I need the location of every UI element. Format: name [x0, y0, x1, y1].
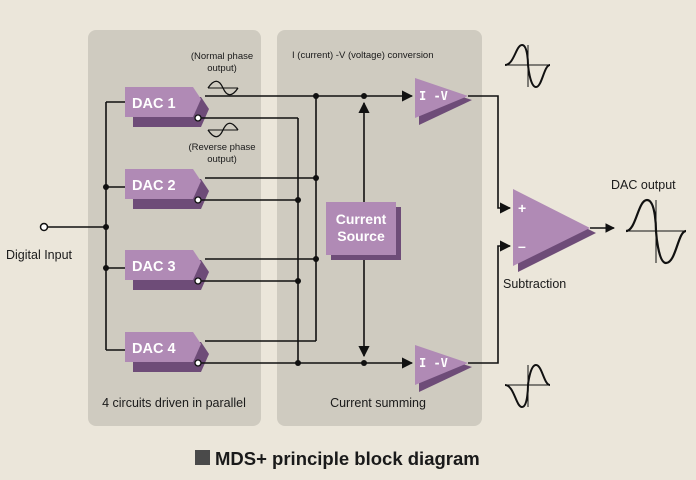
dac-block-3: DAC 3 [125, 250, 209, 290]
dac-block-4: DAC 4 [125, 332, 209, 372]
dac-2-label: DAC 2 [132, 178, 176, 194]
normal-phase-line-1: (Normal phase [191, 51, 253, 62]
left-panel [88, 30, 261, 426]
digital-input-label: Digital Input [6, 248, 73, 262]
top-output-waveform [504, 43, 551, 89]
current-source-line-2: Source [337, 228, 385, 244]
normal-phase-waveform-small [207, 80, 239, 96]
input-terminal [39, 222, 49, 232]
reverse-phase-waveform-small [207, 122, 239, 138]
dac-4-label: DAC 4 [132, 341, 176, 357]
reverse-phase-line-2: output) [207, 154, 237, 165]
dac-output-label: DAC output [611, 178, 676, 192]
bottom-output-waveform [504, 363, 551, 409]
dac-1-label: DAC 1 [132, 96, 176, 112]
title-square-icon [195, 450, 210, 465]
iv-bottom-label: I -V [419, 356, 448, 370]
dac-block-2: DAC 2 [125, 169, 209, 209]
current-source-line-1: Current [336, 211, 387, 227]
iv-converter-top: I -V [415, 78, 472, 125]
minus-sign: – [518, 238, 526, 254]
left-panel-caption: 4 circuits driven in parallel [102, 396, 246, 410]
bus-junctions [295, 93, 319, 366]
dac-3-label: DAC 3 [132, 259, 176, 275]
iv-top-label: I -V [419, 89, 448, 103]
current-source-block: Current Source [326, 202, 401, 260]
subtraction-amplifier: + – [513, 189, 596, 272]
dac-block-1: DAC 1 [125, 87, 209, 127]
input-junctions [103, 184, 109, 271]
current-nodes [361, 93, 367, 366]
iv-conversion-header: I (current) -V (voltage) conversion [292, 50, 434, 61]
dac-output-waveform [625, 198, 687, 265]
right-panel-caption: Current summing [330, 396, 426, 410]
iv-converter-bottom: I -V [415, 345, 472, 392]
normal-phase-line-2: output) [207, 63, 237, 74]
subtraction-label: Subtraction [503, 277, 566, 291]
diagram-title: MDS+ principle block diagram [215, 448, 480, 469]
plus-sign: + [518, 200, 526, 216]
reverse-phase-line-1: (Reverse phase [188, 142, 255, 153]
